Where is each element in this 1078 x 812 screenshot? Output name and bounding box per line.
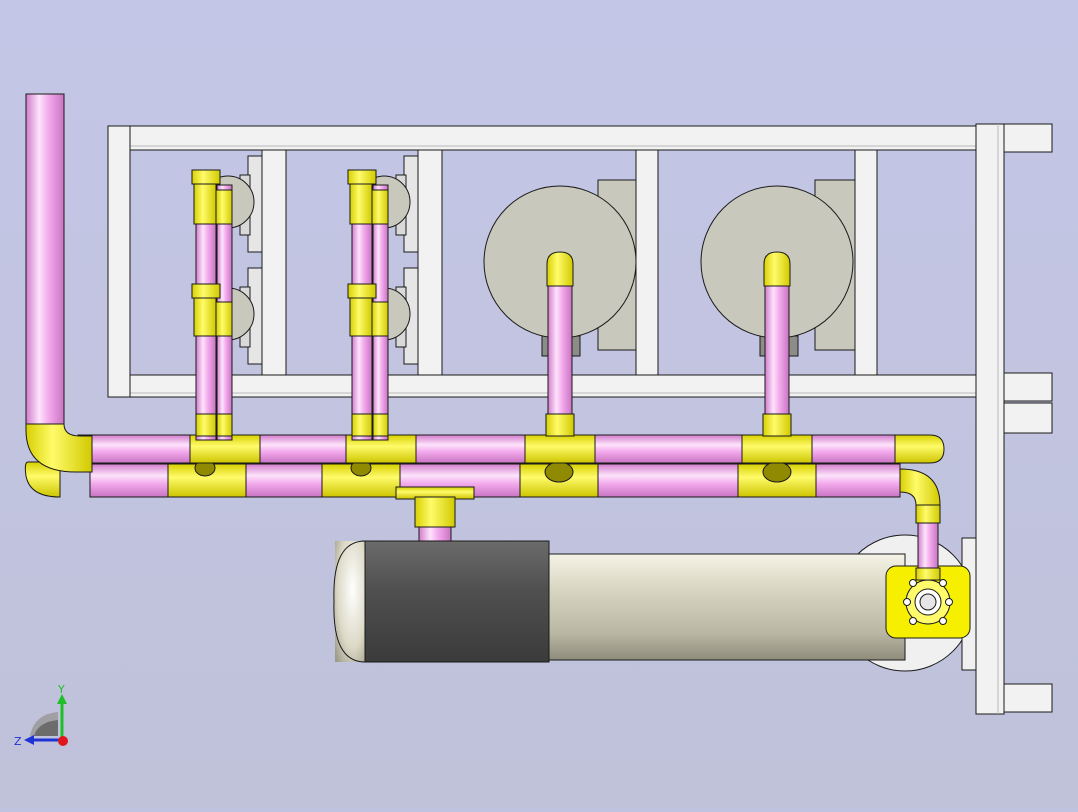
branch-pipe-large-pump-1 <box>545 251 575 437</box>
lower-header-pipe <box>24 459 941 581</box>
z-axis-label: Z <box>14 735 22 748</box>
branch-pipes-group-2 <box>347 169 389 441</box>
y-axis-arrow <box>57 694 67 704</box>
z-axis-arrow <box>24 735 34 745</box>
y-axis-label: Y <box>57 684 65 696</box>
vent-riser-pipe <box>25 93 93 473</box>
x-axis-dot <box>58 736 68 746</box>
storage-tank <box>333 534 977 672</box>
coordinate-triad-icon: Y Z <box>14 684 68 748</box>
triad-plane-inner <box>34 720 58 736</box>
branch-pipes-group-1 <box>191 169 233 441</box>
tank-inlet-pipe <box>414 496 456 542</box>
branch-pipe-large-pump-2 <box>762 251 792 437</box>
